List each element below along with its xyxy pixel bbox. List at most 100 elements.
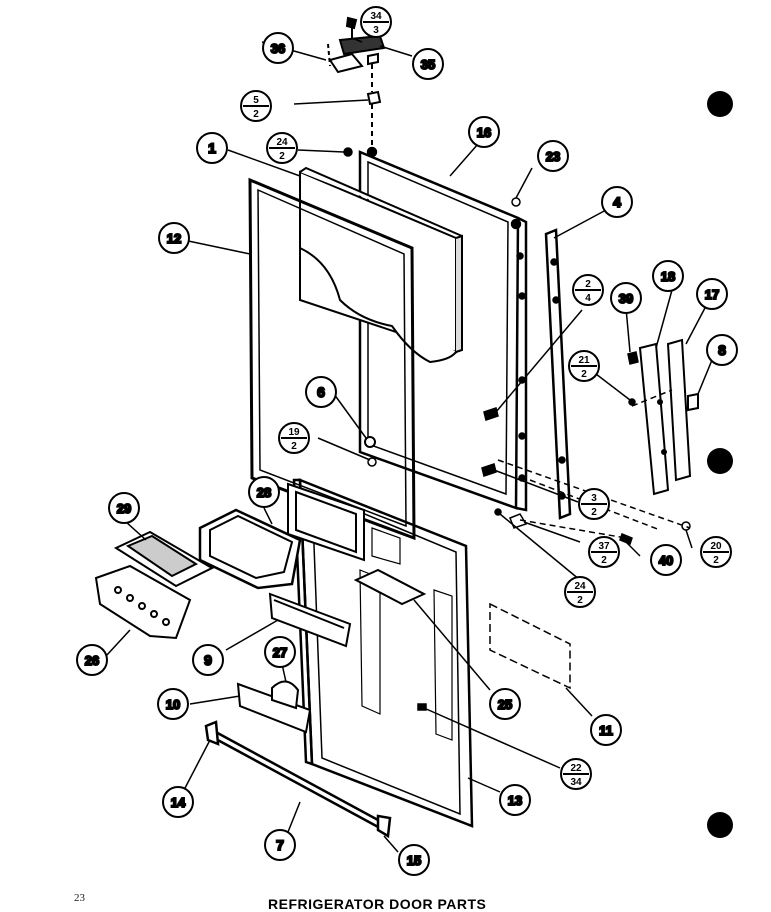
svg-text:37: 37 [598, 541, 610, 552]
svg-text:13: 13 [508, 793, 522, 808]
svg-text:40: 40 [659, 553, 673, 568]
door-gasket [248, 177, 416, 541]
top-hinge [327, 16, 386, 148]
callout-36: 36 [262, 32, 294, 64]
callout-39: 39 [610, 282, 642, 314]
svg-text:26: 26 [85, 653, 99, 668]
callout-35: 35 [412, 48, 444, 80]
svg-text:35: 35 [421, 57, 435, 72]
callout-8: 8 [706, 334, 738, 366]
svg-text:3: 3 [373, 25, 379, 36]
svg-text:10: 10 [166, 697, 180, 712]
svg-text:29: 29 [117, 501, 131, 516]
vertical-rail [544, 228, 572, 520]
svg-text:21: 21 [578, 355, 590, 366]
fraction-callouts: 34 3 5 2 24 2 2 4 21 2 19 2 [240, 6, 732, 790]
svg-text:2: 2 [253, 109, 259, 120]
callout-5-2: 5 2 [240, 90, 272, 122]
callout-21-2: 21 2 [568, 350, 600, 382]
svg-text:2: 2 [577, 595, 583, 606]
svg-text:16: 16 [477, 125, 491, 140]
callout-14: 14 [162, 786, 194, 818]
callout-11: 11 [590, 714, 622, 746]
svg-text:4: 4 [613, 194, 621, 210]
side-panel [489, 602, 571, 690]
callout-34-3: 34 3 [360, 6, 392, 38]
svg-text:2: 2 [713, 555, 719, 566]
svg-text:20: 20 [710, 541, 722, 552]
svg-text:24: 24 [276, 137, 288, 148]
callout-10: 10 [157, 688, 189, 720]
svg-text:24: 24 [574, 581, 586, 592]
svg-text:27: 27 [273, 645, 287, 660]
callout-4: 4 [601, 186, 633, 218]
bottom-bin [236, 680, 312, 734]
callout-28: 28 [248, 476, 280, 508]
callout-24-2-upper: 24 2 [266, 132, 298, 164]
svg-text:7: 7 [276, 837, 284, 853]
callout-15: 15 [398, 844, 430, 876]
svg-text:3: 3 [591, 493, 597, 504]
svg-text:2: 2 [581, 369, 587, 380]
door-insulation [299, 166, 463, 364]
dairy-compartment [198, 508, 302, 590]
kick-rail [204, 720, 392, 839]
callout-25: 25 [489, 688, 521, 720]
svg-text:2: 2 [291, 441, 297, 452]
svg-text:18: 18 [661, 269, 675, 284]
svg-text:17: 17 [705, 287, 719, 302]
svg-text:23: 23 [546, 149, 560, 164]
callout-1: 1 [196, 132, 228, 164]
callout-17: 17 [696, 278, 728, 310]
page-number: 23 [74, 892, 85, 904]
callout-18: 18 [652, 260, 684, 292]
svg-text:36: 36 [271, 41, 285, 56]
svg-text:2: 2 [601, 555, 607, 566]
callout-3-2: 3 2 [578, 488, 610, 520]
callout-37-2: 37 2 [588, 536, 620, 568]
callout-27: 27 [264, 636, 296, 668]
door-frame-upper [358, 146, 528, 512]
svg-text:2: 2 [585, 279, 591, 290]
svg-text:5: 5 [253, 95, 259, 106]
leader-lines [105, 37, 713, 853]
callout-7: 7 [264, 829, 296, 861]
callout-22-34: 22 34 [560, 758, 592, 790]
butter-lid [113, 530, 215, 588]
door-handle [638, 338, 699, 496]
callout-26: 26 [76, 644, 108, 676]
callout-20-2: 20 2 [700, 536, 732, 568]
svg-text:22: 22 [570, 763, 582, 774]
page-caption: REFRIGERATOR DOOR PARTS [268, 896, 487, 912]
svg-text:28: 28 [257, 485, 271, 500]
door-inner-panel [292, 478, 474, 828]
callout-12: 12 [158, 222, 190, 254]
callout-16: 16 [468, 116, 500, 148]
svg-text:34: 34 [570, 777, 582, 788]
svg-text:9: 9 [204, 652, 212, 668]
svg-text:2: 2 [591, 507, 597, 518]
callout-29: 29 [108, 492, 140, 524]
callout-9: 9 [192, 644, 224, 676]
svg-text:12: 12 [167, 231, 181, 246]
svg-text:15: 15 [407, 853, 421, 868]
shelf-frame [287, 482, 365, 562]
small-shelf [353, 568, 427, 606]
svg-text:39: 39 [619, 291, 633, 306]
callout-23: 23 [537, 140, 569, 172]
svg-text:19: 19 [288, 427, 300, 438]
svg-text:11: 11 [599, 723, 613, 738]
callout-2-4: 2 4 [572, 274, 604, 306]
egg-tray [94, 564, 192, 640]
callout-40: 40 [650, 544, 682, 576]
svg-text:6: 6 [317, 384, 325, 400]
svg-text:25: 25 [498, 697, 512, 712]
callout-19-2: 19 2 [278, 422, 310, 454]
svg-text:4: 4 [585, 293, 591, 304]
svg-text:34: 34 [370, 11, 382, 22]
callout-13: 13 [499, 784, 531, 816]
callout-24-2-lower: 24 2 [564, 576, 596, 608]
svg-text:1: 1 [208, 140, 216, 156]
svg-text:2: 2 [279, 151, 285, 162]
